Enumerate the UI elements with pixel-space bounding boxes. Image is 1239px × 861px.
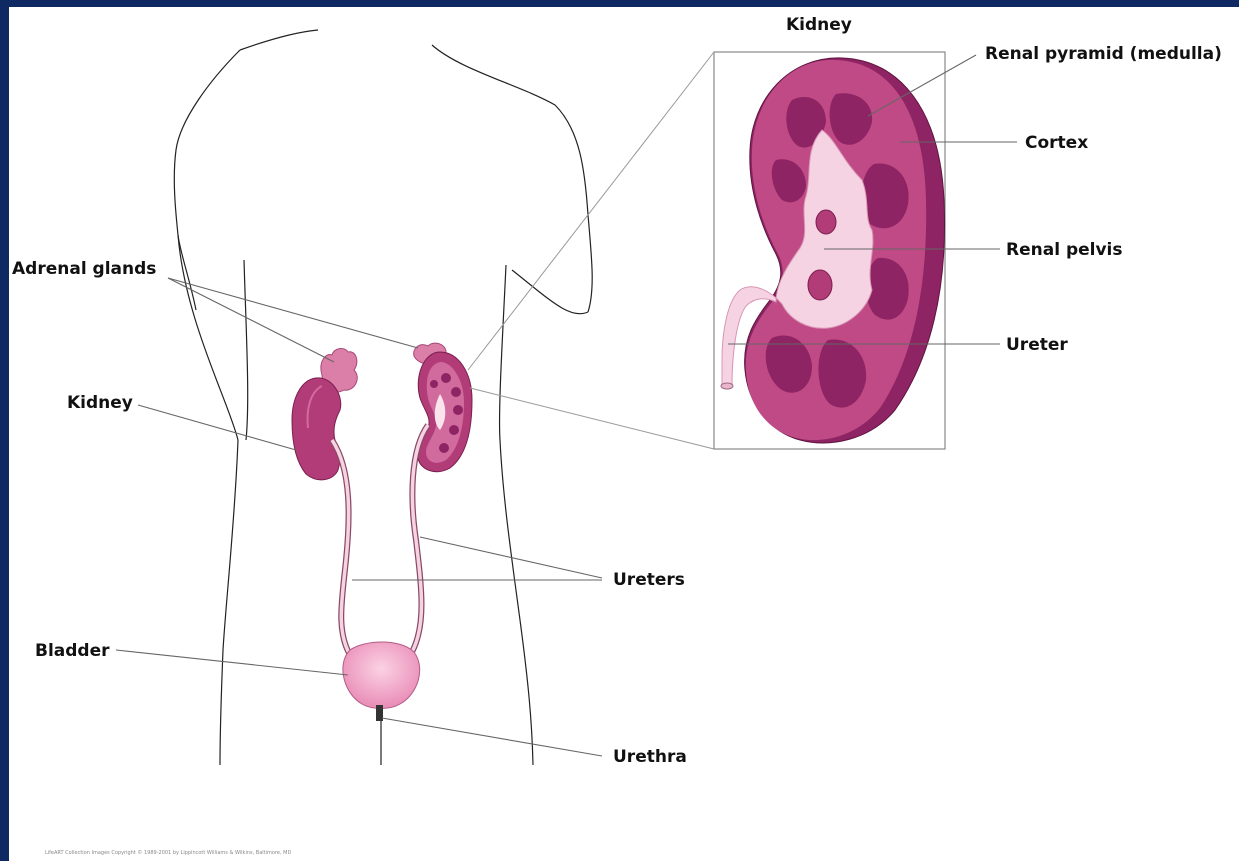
- label-kidney: Kidney: [67, 393, 133, 413]
- label-ureter: Ureter: [1006, 335, 1068, 355]
- label-bladder: Bladder: [35, 641, 110, 661]
- label-renal-pelvis: Renal pelvis: [1006, 240, 1123, 260]
- label-renal-pyramid: Renal pyramid (medulla): [985, 44, 1222, 64]
- inset-title: Kidney: [786, 15, 852, 35]
- body-ureters: [332, 425, 428, 655]
- kidney-left: [292, 378, 341, 480]
- label-cortex: Cortex: [1025, 133, 1088, 153]
- copyright-text: LifeART Collection Images Copyright © 19…: [45, 850, 291, 856]
- label-urethra: Urethra: [613, 747, 687, 767]
- diagram-canvas: Kidney Renal pyramid (medulla) Cortex Re…: [9, 7, 1239, 861]
- label-ureters: Ureters: [613, 570, 685, 590]
- bladder: [343, 642, 420, 709]
- kidney-right: [418, 352, 472, 472]
- urethra: [376, 705, 383, 721]
- label-adrenal-glands: Adrenal glands: [12, 259, 156, 279]
